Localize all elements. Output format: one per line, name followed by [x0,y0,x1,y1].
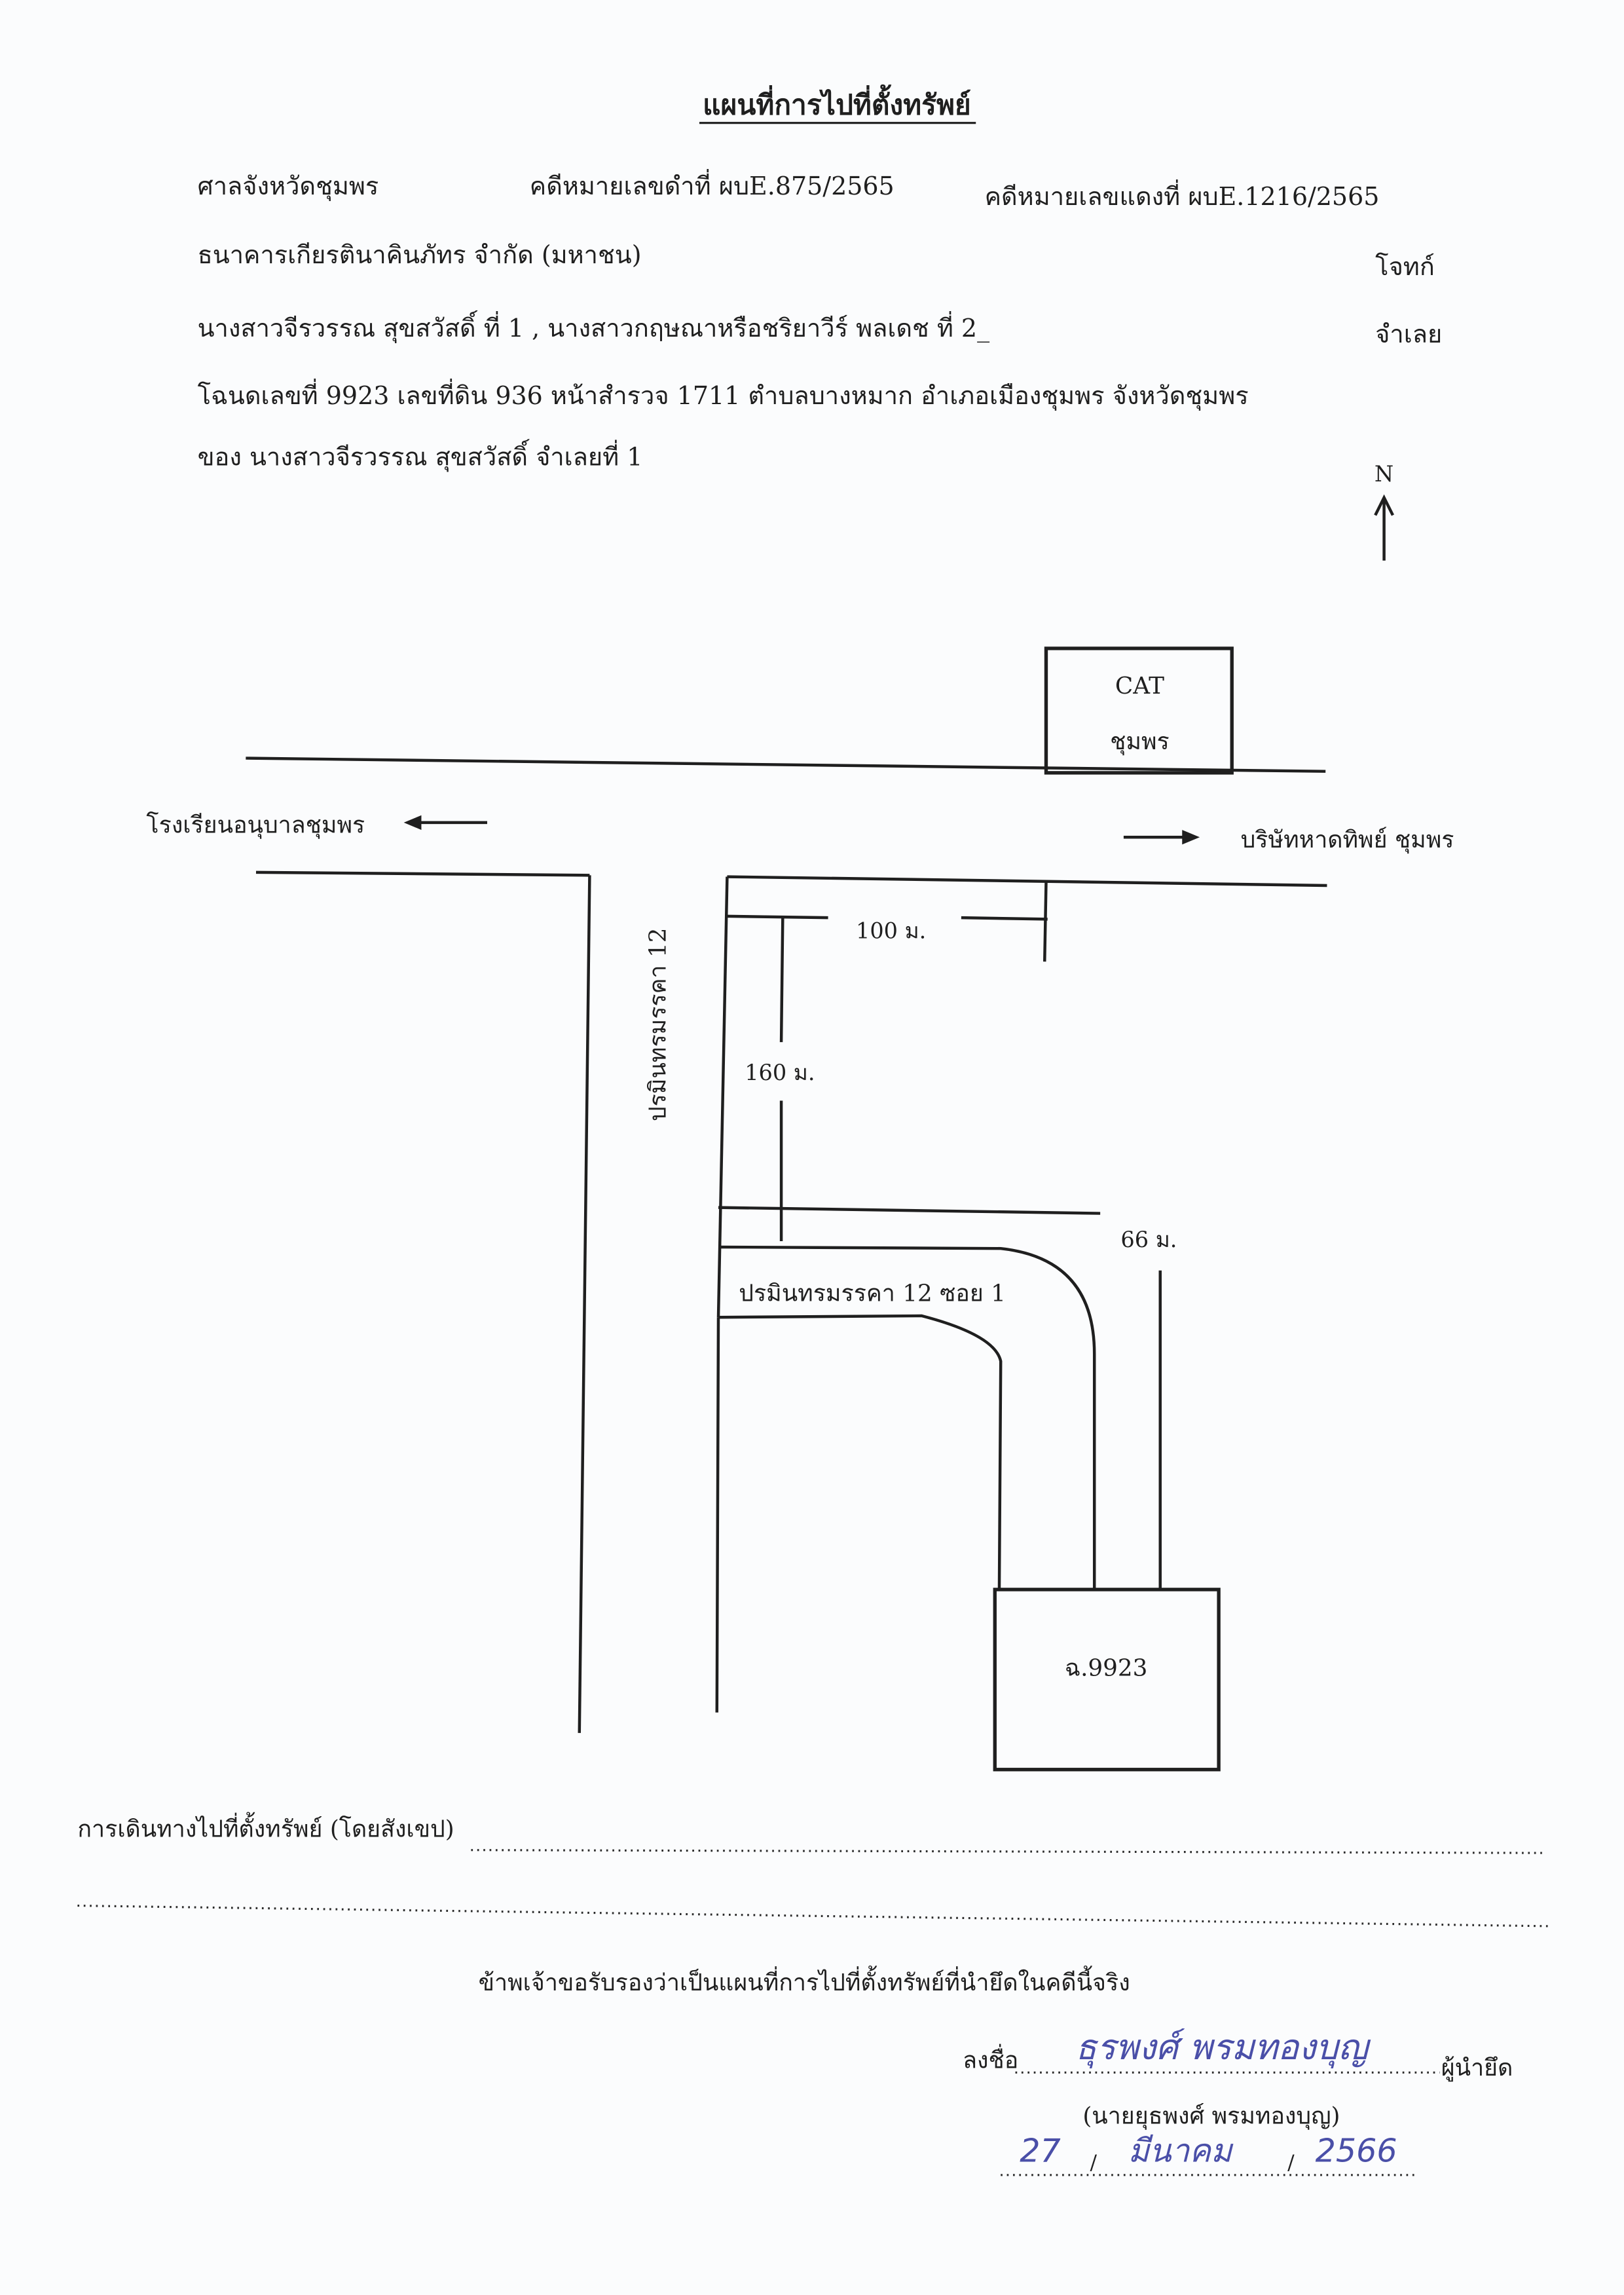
signer-name: (นายยุธพงศ์ พรมทองบุญ) [1082,2103,1340,2130]
cat-landmark-box [1044,646,1234,775]
directions-dotted-line-2 [77,1905,1548,1928]
measure-160-upper [779,918,784,1043]
measure-100-left [727,914,828,920]
arrow-right-icon [1123,830,1200,845]
handwritten-signature: ธุรพงศ์ พรมทองบุญ [1075,2026,1371,2068]
plaintiff-name: ธนาคารเกียรตินาคินภัทร จำกัด (มหาชน) [198,240,642,269]
signer-role: ผู้นำยึด [1441,2055,1513,2081]
black-case-number: คดีหมายเลขดำที่ ผบE.875/2565 [530,169,895,200]
directions-dotted-line-1 [471,1849,1547,1854]
red-case-number: คดีหมายเลขแดงที่ ผบE.1216/2565 [985,179,1380,211]
document-title: แผนที่การไปที่ตั้งทรัพย์ [703,84,971,121]
certification-text: ข้าพเจ้าขอรับรองว่าเป็นแผนที่การไปที่ตั้… [479,1966,1130,1996]
soi-top-line [718,1206,1101,1215]
plaintiff-role: โจทก์ [1375,252,1435,281]
title-deed-details: โฉนดเลขที่ 9923 เลขที่ดิน 936 หน้าสำรวจ … [198,379,1249,411]
distance-100-label: 100 ม. [856,918,926,943]
date-year: 2566 [1316,2132,1397,2170]
court-name: ศาลจังหวัดชุมพร [198,172,379,201]
distance-160-label: 160 ม. [745,1060,815,1085]
date-separator-2: / [1287,2151,1295,2174]
soi-inner-edge [715,1314,1003,1713]
main-road-bottom-edge-right [727,875,1327,887]
distance-66-label: 66 ม. [1120,1227,1177,1252]
main-road-top-edge [246,756,1326,773]
property-label: ฉ.9923 [1065,1655,1148,1682]
date-month: มีนาคม [1128,2132,1234,2170]
landmark-city: ชุมพร [1110,728,1170,755]
measure-100-right [961,916,1048,921]
arrow-left-icon [403,815,487,830]
property-box [993,1588,1221,1772]
date-separator-1: / [1090,2151,1098,2174]
directions-label: การเดินทางไปที่ตั้งทรัพย์ (โดยสังเขป) [77,1812,454,1843]
left-destination: โรงเรียนอนุบาลชุมพร [146,812,365,839]
landmark-name: CAT [1115,673,1164,700]
measure-100-tick [1043,882,1048,962]
north-label: N [1375,461,1393,487]
right-destination: บริษัทหาดทิพย์ ชุมพร [1241,827,1454,853]
side-road-right-edge [716,876,729,1318]
property-owner: ของ นางสาวจีรวรรณ สุขสวัสดิ์ จำเลยที่ 1 [198,439,643,472]
soi-outer-edge [718,1245,1096,1588]
defendant-names: นางสาวจีรวรรณ สุขสวัสดิ์ ที่ 1 , นางสาวก… [198,310,989,343]
sign-label: ลงชื่อ [963,2044,1018,2074]
side-road-left-edge [578,875,591,1733]
defendant-role: จำเลย [1375,320,1442,348]
side-road-label: ปรมินทรมรรคา 12 [645,928,672,1122]
date-day: 27 [1020,2132,1061,2170]
north-arrow-icon [1374,494,1394,561]
soi-label: ปรมินทรมรรคา 12 ซอย 1 [739,1280,1006,1307]
main-road-bottom-edge-left [255,870,590,877]
